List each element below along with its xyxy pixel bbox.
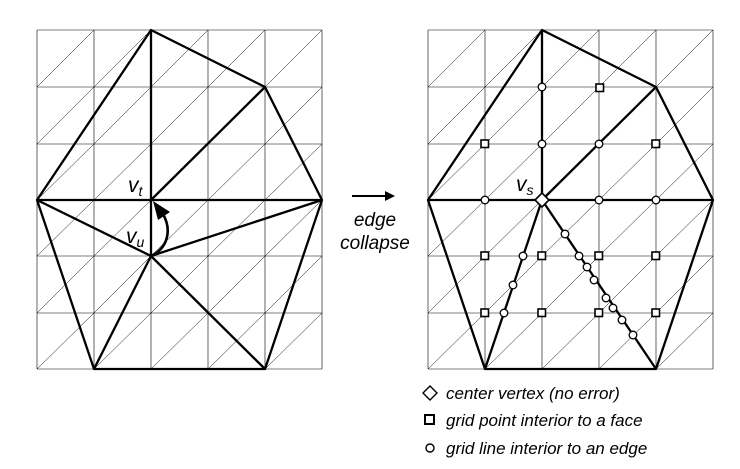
right-mesh-edges bbox=[426, 28, 715, 371]
interior-edge-markers bbox=[480, 82, 661, 340]
circle-icon bbox=[425, 443, 435, 453]
interior-face-markers bbox=[480, 83, 661, 318]
diamond-icon bbox=[422, 385, 438, 401]
curved-arrow-head-icon bbox=[153, 201, 170, 220]
arrow-right-head-icon bbox=[385, 191, 395, 201]
left-panel: vt vu bbox=[35, 28, 324, 371]
curved-arrow-icon bbox=[150, 213, 169, 258]
legend-grid-point: grid point interior to a face bbox=[446, 411, 643, 430]
legend-grid-line: grid line interior to an edge bbox=[446, 439, 647, 458]
edge-collapse-arrow: edge collapse bbox=[340, 191, 410, 254]
vs-label: vs bbox=[516, 173, 534, 198]
legend-center-vertex: center vertex (no error) bbox=[446, 384, 620, 403]
legend: center vertex (no error) grid point inte… bbox=[422, 384, 647, 458]
center-vertex-marker bbox=[533, 191, 551, 209]
left-grid-diagonals bbox=[36, 29, 323, 370]
arrow-label-edge: edge bbox=[354, 210, 396, 231]
vu-label: vu bbox=[126, 225, 145, 250]
arrow-label-collapse: collapse bbox=[340, 233, 410, 254]
vt-label: vt bbox=[128, 174, 144, 199]
left-mesh-edges bbox=[35, 28, 324, 371]
right-panel: vs bbox=[426, 28, 715, 371]
square-icon bbox=[424, 414, 435, 425]
